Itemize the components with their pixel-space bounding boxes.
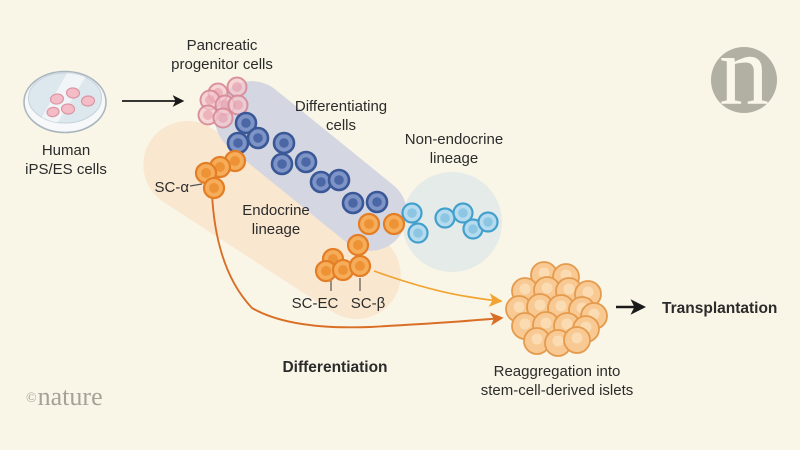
label-sc-beta: SC-β [350,295,386,312]
nature-logo-circle [711,47,777,113]
non-endocrine-cells [401,202,499,244]
nature-wordmark: nature [37,382,103,411]
cells-layer [194,76,608,357]
progenitor-cell-cluster [197,76,249,129]
label-differentiating-cells: Differentiating cells [294,98,388,135]
label-pancreatic-progenitor-cells: Pancreatic progenitor cells [171,37,273,74]
dish-cells [46,87,96,118]
label-reaggregation: Reaggregation into stem-cell-derived isl… [480,363,634,400]
endocrine-cells [194,149,406,283]
label-non-endocrine-lineage: Non-endocrine lineage [404,131,504,168]
islet-cluster [505,261,608,357]
nature-logo: n [711,15,777,126]
copyright-wordmark: ©nature [26,384,103,412]
label-endocrine-lineage: Endocrine lineage [242,202,310,239]
label-differentiation: Differentiation [282,359,388,376]
differentiating-cells-blue [226,111,389,215]
sc-beta-to-islet-arrow [373,270,503,307]
nature-logo-letter: n [719,15,769,126]
sc-alpha-to-islet-arrow [211,193,504,329]
label-sc-alpha: SC-α [154,179,189,196]
petri-dish [23,70,107,134]
copyright-symbol: © [26,391,38,406]
label-human-ips-es-cells: Human iPS/ES cells [25,142,107,179]
label-sc-ec: SC-EC [291,295,339,312]
label-transplantation: Transplantation [662,300,778,317]
